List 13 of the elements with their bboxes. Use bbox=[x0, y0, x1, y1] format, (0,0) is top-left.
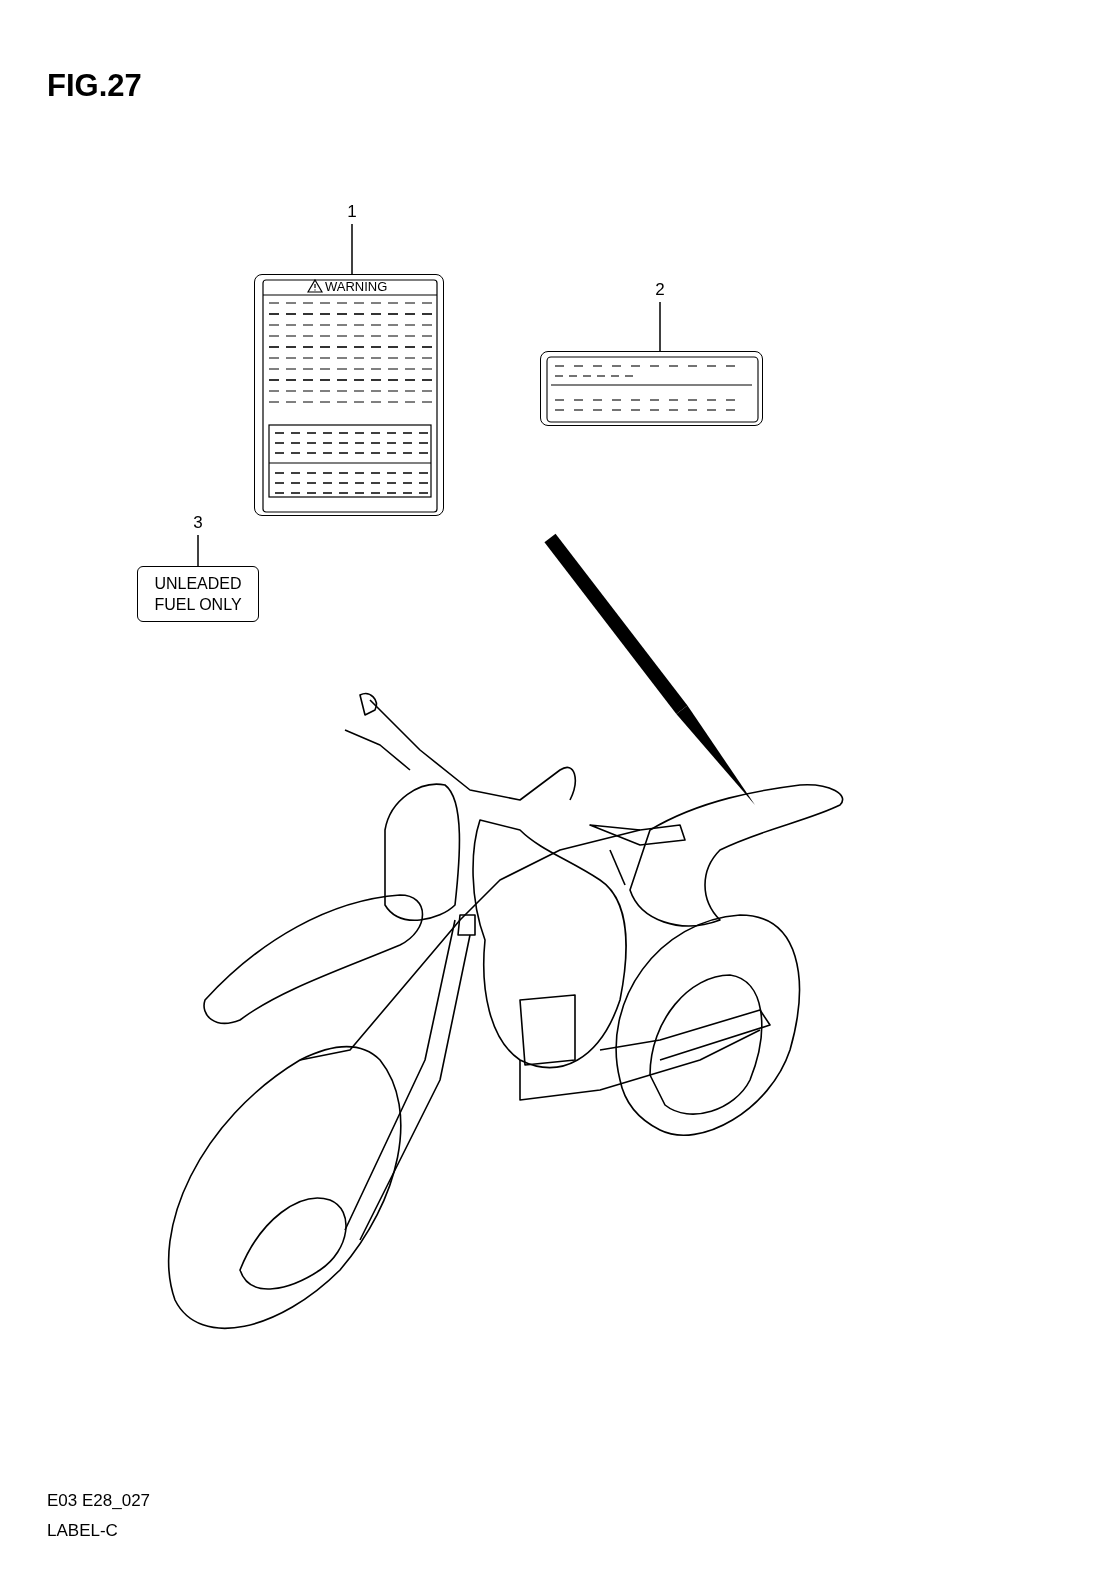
figure-title: FIG.27 bbox=[47, 68, 142, 104]
fuel-label bbox=[137, 566, 259, 622]
warning-heading: WARNING bbox=[325, 279, 388, 294]
callout-number: 3 bbox=[186, 511, 210, 535]
leader-line bbox=[351, 223, 353, 275]
callout-number: 2 bbox=[648, 278, 672, 302]
callout-number: 1 bbox=[340, 200, 364, 224]
label-text: UNLEADED FUEL ONLY bbox=[153, 574, 243, 615]
leader-line bbox=[197, 534, 199, 567]
pointer-arrow bbox=[544, 533, 755, 805]
drawing-code: E03 E28_027 bbox=[47, 1491, 151, 1511]
drawing-code: LABEL-C bbox=[47, 1521, 118, 1541]
leader-line bbox=[659, 301, 661, 352]
